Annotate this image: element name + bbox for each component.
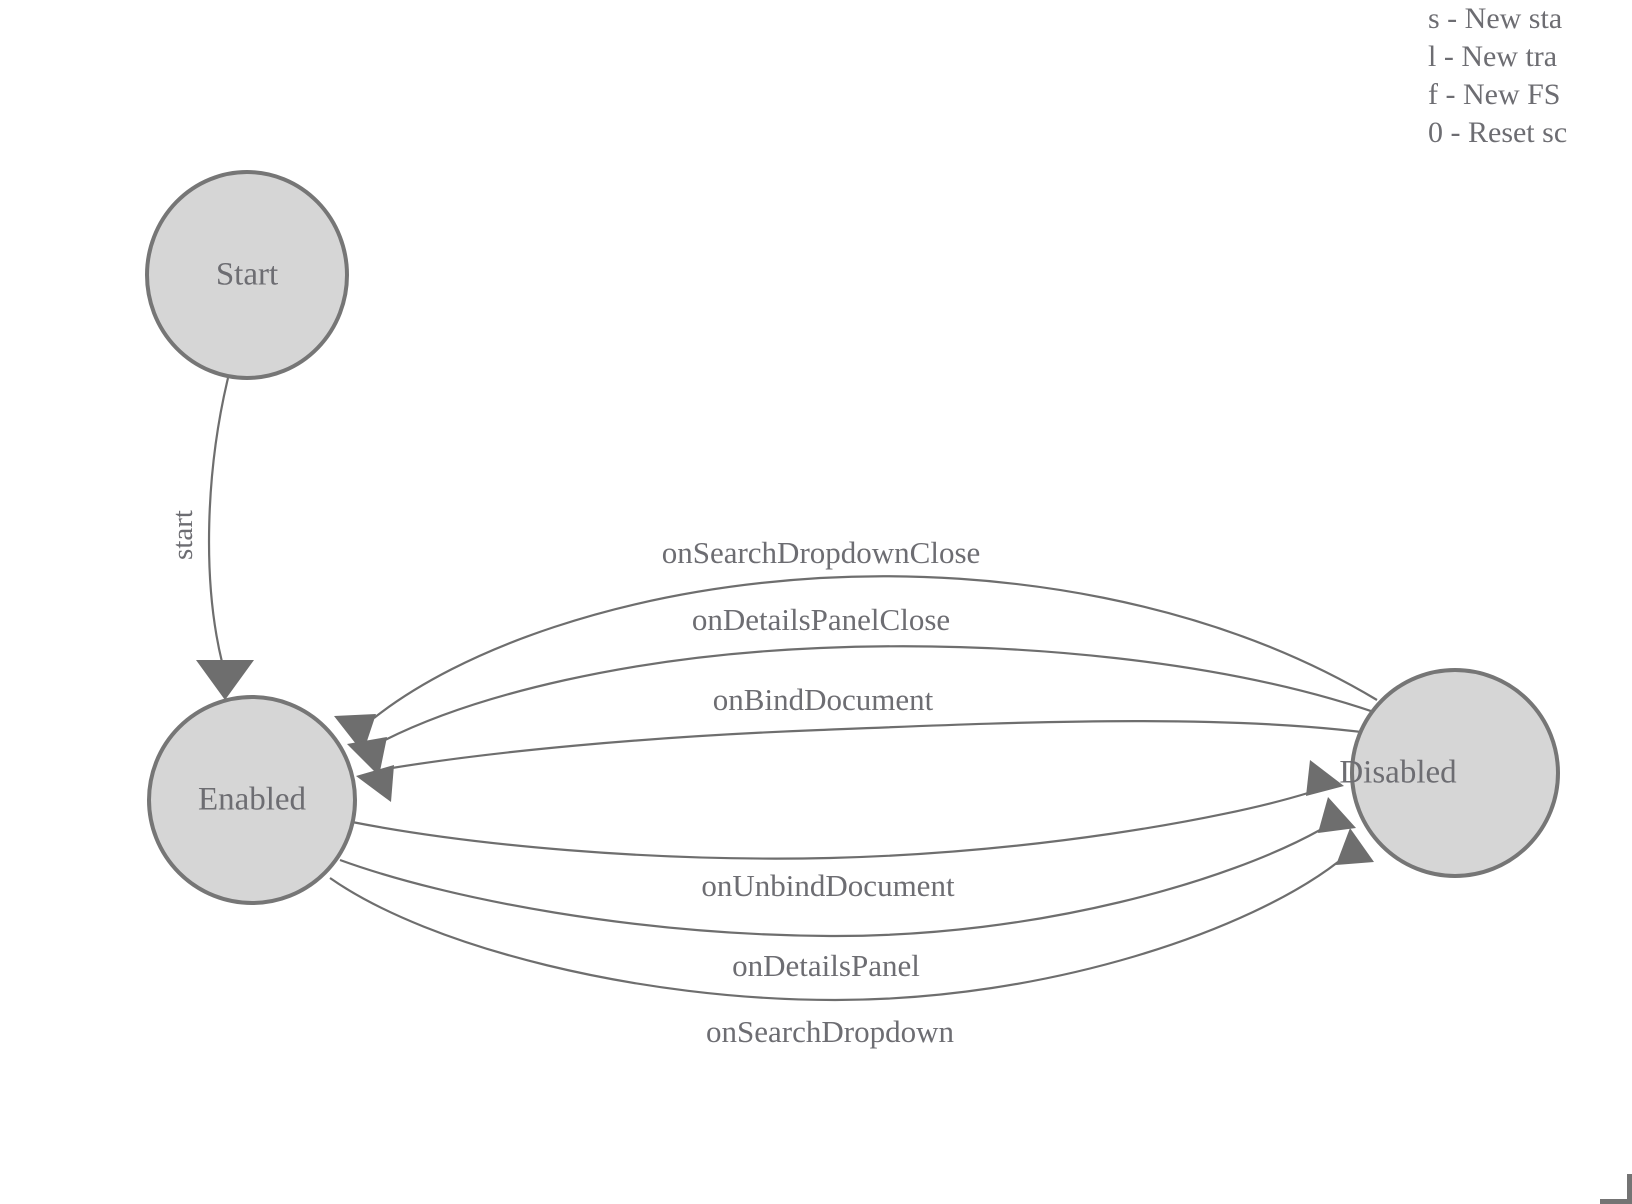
- edge-arrowhead-start: [196, 660, 254, 700]
- state-node-enabled[interactable]: Enabled: [147, 695, 357, 905]
- state-node-enabled-label: Enabled: [198, 782, 307, 818]
- shortcut-new-state: s - New sta: [1428, 2, 1563, 35]
- edge-on-unbind-document[interactable]: [351, 760, 1344, 860]
- keyboard-shortcut-legend: s - New sta l - New tra f - New FS 0 - R…: [1428, 0, 1632, 152]
- edge-label-on-details-panel: onDetailsPanel: [732, 948, 920, 983]
- state-node-start[interactable]: Start: [145, 170, 349, 380]
- edge-arrowhead-on-search-dropdown: [1336, 828, 1374, 865]
- edge-path-on-search-dropdown: [329, 861, 1339, 1002]
- edge-path-on-bind-document: [391, 720, 1399, 770]
- edge-label-on-unbind-document: onUnbindDocument: [701, 868, 955, 903]
- edge-label-on-details-panel-close: onDetailsPanelClose: [692, 602, 950, 637]
- edge-label-start: start: [167, 510, 199, 560]
- edge-label-on-bind-document: onBindDocument: [713, 682, 934, 717]
- edge-path-on-unbind-document: [351, 791, 1309, 860]
- edge-start[interactable]: [196, 377, 254, 700]
- edge-label-on-search-dropdown: onSearchDropdown: [706, 1014, 954, 1049]
- resize-corner-bracket[interactable]: [1600, 1174, 1632, 1204]
- edge-on-bind-document[interactable]: [356, 720, 1399, 802]
- state-node-disabled-label: Disabled: [1339, 755, 1457, 791]
- shortcut-reset-scale: 0 - Reset sc: [1428, 116, 1568, 149]
- shortcut-new-fsm: f - New FS: [1428, 78, 1561, 111]
- edge-path-on-search-dropdown-close: [373, 575, 1378, 719]
- state-node-start-shape: [145, 170, 349, 380]
- state-node-start-label: Start: [216, 257, 278, 293]
- edge-path-start: [207, 377, 230, 663]
- corner-bracket-vertical-line: [1627, 1174, 1632, 1204]
- shortcut-new-transition: l - New tra: [1428, 40, 1558, 73]
- edge-on-details-panel-close[interactable]: [347, 645, 1389, 776]
- edge-arrowhead-on-details-panel: [1318, 797, 1356, 833]
- edge-arrowhead-on-details-panel-close: [347, 737, 387, 776]
- edge-label-on-search-dropdown-close: onSearchDropdownClose: [662, 535, 981, 570]
- state-node-disabled-shape: [1350, 668, 1560, 878]
- edge-path-on-details-panel-close: [384, 645, 1389, 741]
- edge-arrowhead-on-bind-document: [356, 765, 394, 802]
- edge-on-search-dropdown[interactable]: [329, 828, 1374, 1002]
- edge-arrowhead-on-unbind-document: [1306, 760, 1344, 796]
- edge-on-details-panel[interactable]: [339, 797, 1356, 938]
- state-node-disabled[interactable]: Disabled: [1339, 668, 1560, 878]
- state-node-enabled-shape: [147, 695, 357, 905]
- edge-path-on-details-panel: [339, 829, 1321, 938]
- corner-bracket-horizontal-line: [1600, 1199, 1632, 1204]
